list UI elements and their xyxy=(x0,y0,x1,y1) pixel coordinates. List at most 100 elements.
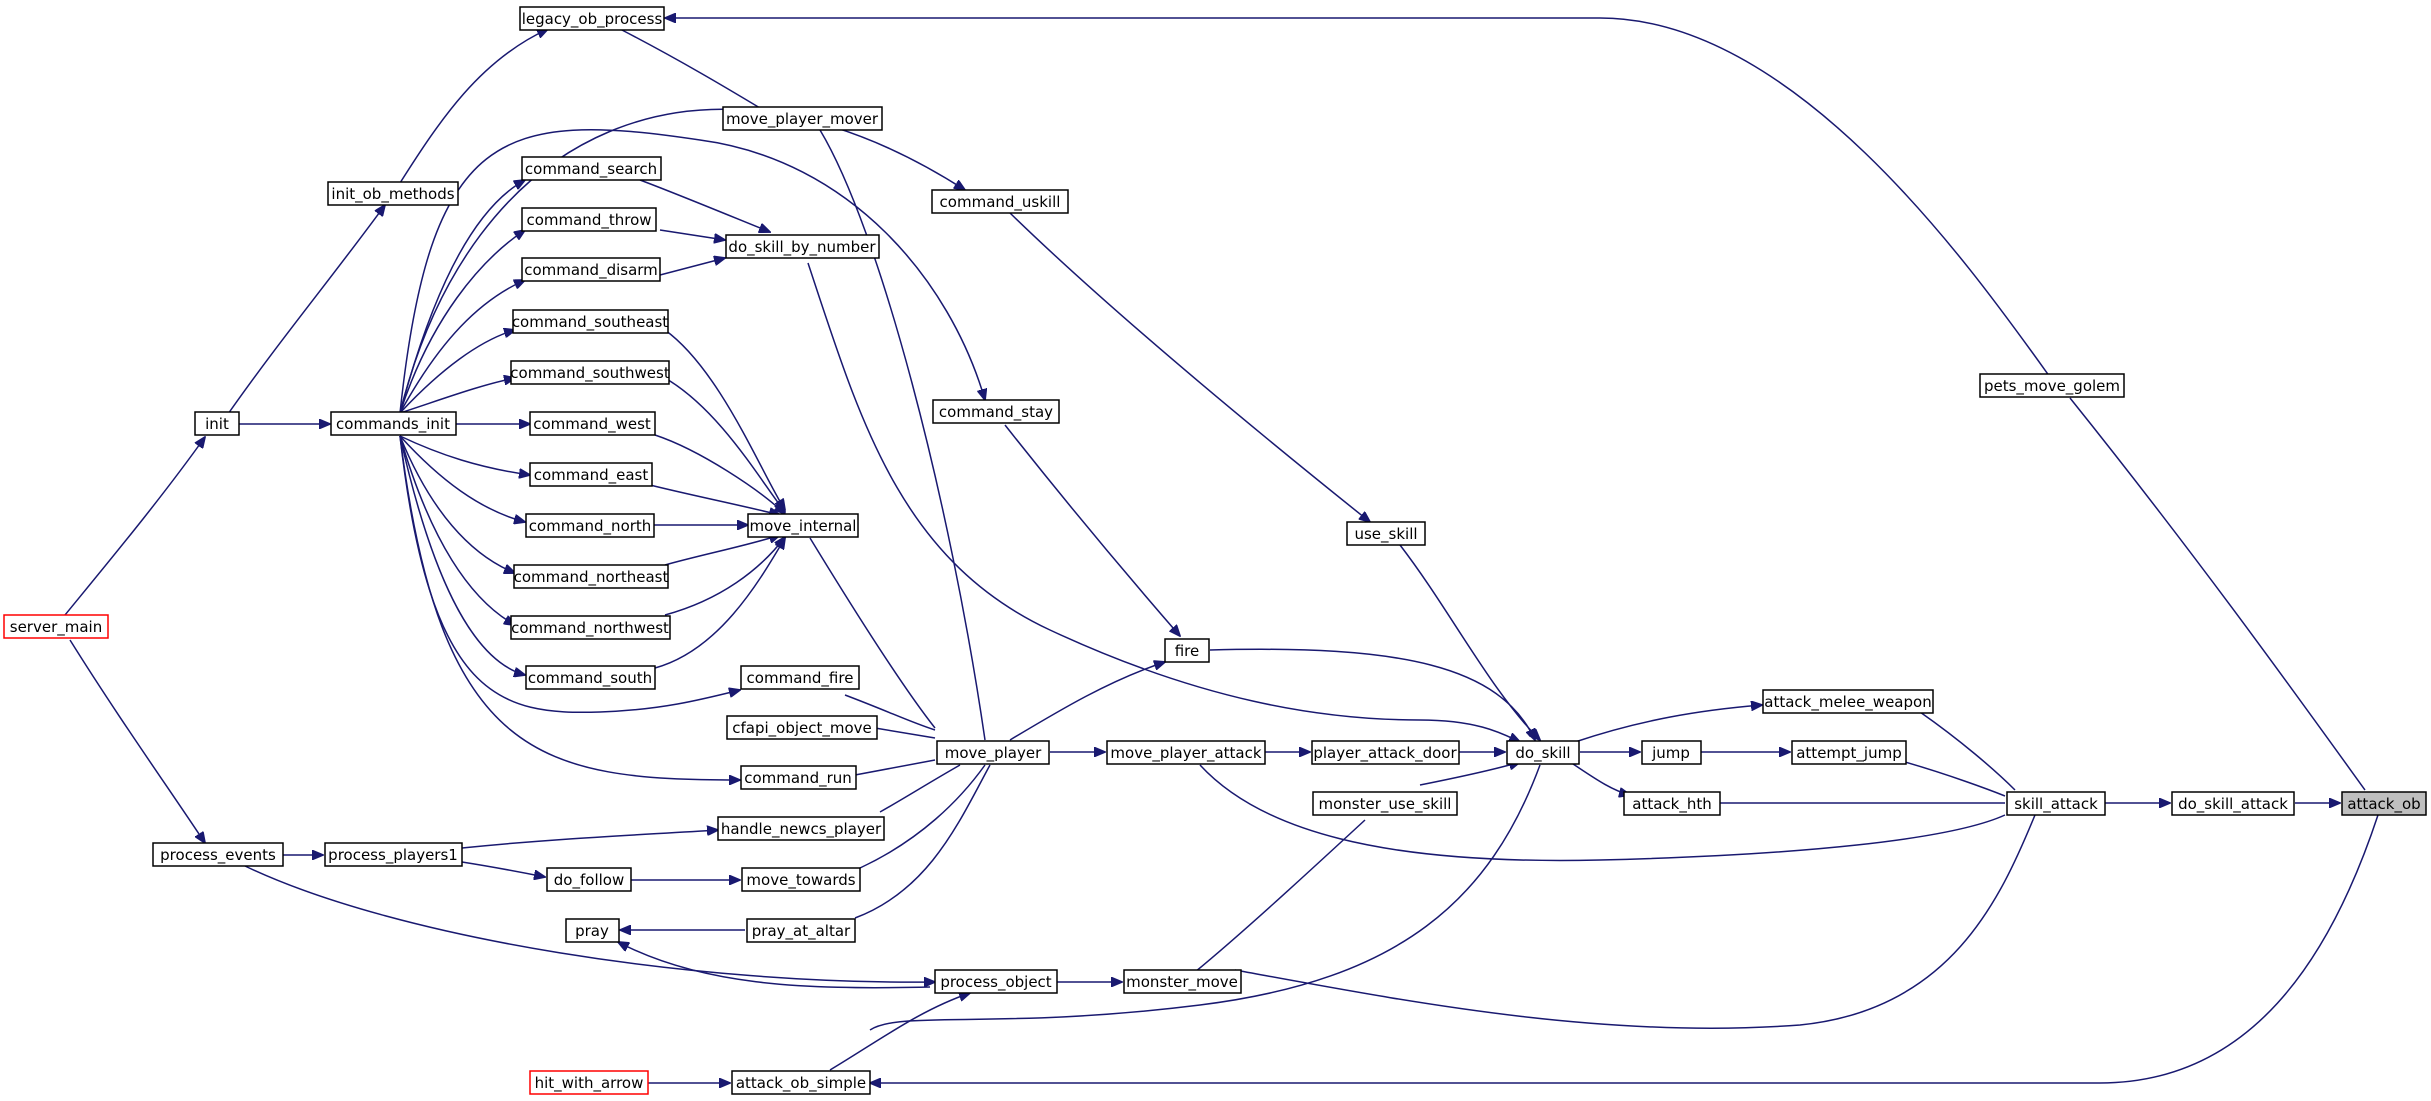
node-process_events[interactable]: process_events xyxy=(152,842,284,867)
svg-text:legacy_ob_process: legacy_ob_process xyxy=(522,10,663,29)
node-init[interactable]: init xyxy=(194,411,240,436)
svg-text:skill_attack: skill_attack xyxy=(2014,795,2098,814)
node-handle_newcs_player[interactable]: handle_newcs_player xyxy=(717,816,885,841)
node-move_internal[interactable]: move_internal xyxy=(747,513,859,538)
node-pray[interactable]: pray xyxy=(565,918,620,943)
svg-text:command_west: command_west xyxy=(533,415,651,434)
edge-command_southwest-move_internal xyxy=(664,377,785,512)
edge-command_uskill-use_skill xyxy=(1009,212,1370,522)
node-move_player[interactable]: move_player xyxy=(936,740,1050,765)
svg-text:command_uskill: command_uskill xyxy=(940,193,1061,212)
edge-move_towards-move_player xyxy=(859,764,986,869)
edge-handle_newcs_player-move_player xyxy=(879,764,961,813)
svg-text:process_events: process_events xyxy=(160,846,276,865)
edge-command_disarm-do_skill_by_number xyxy=(659,258,725,276)
svg-text:move_internal: move_internal xyxy=(750,517,857,536)
svg-text:monster_use_skill: monster_use_skill xyxy=(1319,795,1452,814)
svg-text:command_search: command_search xyxy=(525,160,657,179)
node-attack_ob_simple[interactable]: attack_ob_simple xyxy=(731,1070,871,1095)
svg-text:pray: pray xyxy=(575,922,609,940)
node-command_northeast[interactable]: command_northeast xyxy=(513,564,669,589)
edge-command_west-move_internal xyxy=(654,434,785,514)
node-commands_init[interactable]: commands_init xyxy=(330,411,457,436)
node-monster_move[interactable]: monster_move xyxy=(1123,969,1242,994)
node-attempt_jump[interactable]: attempt_jump xyxy=(1791,740,1907,765)
node-attack_ob[interactable]: attack_ob xyxy=(2341,791,2427,816)
node-command_search[interactable]: command_search xyxy=(521,156,662,181)
edge-commands_init-command_east xyxy=(399,435,530,475)
node-pets_move_golem[interactable]: pets_move_golem xyxy=(1979,373,2125,398)
node-attack_hth[interactable]: attack_hth xyxy=(1623,791,1721,816)
svg-text:command_southeast: command_southeast xyxy=(512,313,668,332)
svg-text:use_skill: use_skill xyxy=(1354,525,1417,544)
node-skill_attack[interactable]: skill_attack xyxy=(2006,791,2106,816)
node-use_skill[interactable]: use_skill xyxy=(1346,521,1426,546)
node-command_south[interactable]: command_south xyxy=(525,665,656,690)
svg-text:cfapi_object_move: cfapi_object_move xyxy=(732,719,872,738)
node-legacy_ob_process[interactable]: legacy_ob_process xyxy=(519,6,665,31)
node-command_southwest[interactable]: command_southwest xyxy=(510,360,670,385)
node-command_uskill[interactable]: command_uskill xyxy=(931,189,1069,214)
node-move_player_mover[interactable]: move_player_mover xyxy=(722,106,883,131)
edge-command_southeast-move_internal xyxy=(664,329,785,510)
svg-text:attack_ob: attack_ob xyxy=(2347,795,2420,814)
node-server_main[interactable]: server_main xyxy=(3,614,109,639)
edge-process_events-process_object xyxy=(244,865,935,982)
node-command_west[interactable]: command_west xyxy=(529,411,656,436)
svg-text:move_player_mover: move_player_mover xyxy=(726,110,879,129)
node-command_stay[interactable]: command_stay xyxy=(932,399,1060,424)
node-do_follow[interactable]: do_follow xyxy=(546,867,632,892)
node-init_ob_methods[interactable]: init_ob_methods xyxy=(327,181,459,206)
node-command_northwest[interactable]: command_northwest xyxy=(510,615,671,640)
node-command_disarm[interactable]: command_disarm xyxy=(521,257,661,282)
edge-commands_init-command_northwest xyxy=(399,435,515,625)
node-move_player_attack[interactable]: move_player_attack xyxy=(1106,740,1266,765)
edge-monster_use_skill-monster_move xyxy=(1194,819,1366,973)
svg-text:process_object: process_object xyxy=(940,973,1051,992)
edge-commands_init-command_southeast xyxy=(399,330,515,414)
svg-text:pets_move_golem: pets_move_golem xyxy=(1984,377,2120,396)
edge-fire-do_skill xyxy=(1209,648,1535,740)
node-command_throw[interactable]: command_throw xyxy=(521,207,657,232)
svg-text:do_follow: do_follow xyxy=(554,871,624,890)
node-process_object[interactable]: process_object xyxy=(934,969,1058,994)
node-hit_with_arrow[interactable]: hit_with_arrow xyxy=(529,1070,649,1095)
edge-legacy_ob_process-init_ob_methods xyxy=(399,29,548,184)
node-player_attack_door[interactable]: player_attack_door xyxy=(1311,740,1460,765)
node-fire[interactable]: fire xyxy=(1164,638,1210,663)
edge-commands_init-command_disarm xyxy=(399,280,525,414)
node-command_southeast[interactable]: command_southeast xyxy=(512,309,669,334)
svg-text:attempt_jump: attempt_jump xyxy=(1796,744,1902,763)
edge-commands_init-command_south xyxy=(399,435,525,675)
node-do_skill[interactable]: do_skill xyxy=(1506,740,1580,765)
edge-process_players1-handle_newcs_player xyxy=(461,830,718,849)
edge-server_main-process_events xyxy=(69,639,205,843)
edge-move_internal-move_player xyxy=(809,537,936,729)
node-command_east[interactable]: command_east xyxy=(529,462,653,487)
svg-text:command_south: command_south xyxy=(528,669,652,688)
edge-commands_init-command_uskill xyxy=(399,108,965,414)
edge-process_object-attack_ob_simple xyxy=(829,993,970,1071)
edge-server_main-init xyxy=(64,437,205,616)
edge-move_player_attack-skill_attack xyxy=(1199,764,2006,862)
edge-commands_init-command_run xyxy=(399,435,740,780)
node-cfapi_object_move[interactable]: cfapi_object_move xyxy=(726,715,878,740)
node-move_towards[interactable]: move_towards xyxy=(741,867,861,892)
node-do_skill_by_number[interactable]: do_skill_by_number xyxy=(725,234,880,259)
svg-text:attack_melee_weapon: attack_melee_weapon xyxy=(1764,693,1931,712)
node-command_run[interactable]: command_run xyxy=(740,765,857,790)
nodes-layer: legacy_ob_process move_player_mover init… xyxy=(3,6,2427,1095)
node-pray_at_altar[interactable]: pray_at_altar xyxy=(746,918,856,943)
node-jump[interactable]: jump xyxy=(1641,740,1702,765)
node-command_north[interactable]: command_north xyxy=(525,513,655,538)
edge-do_skill-attack_melee_weapon xyxy=(1574,705,1762,743)
node-do_skill_attack[interactable]: do_skill_attack xyxy=(2171,791,2295,816)
svg-text:command_fire: command_fire xyxy=(747,669,854,688)
edge-commands_init-command_northeast xyxy=(399,435,515,573)
node-attack_melee_weapon[interactable]: attack_melee_weapon xyxy=(1762,689,1934,714)
node-monster_use_skill[interactable]: monster_use_skill xyxy=(1312,791,1458,816)
node-command_fire[interactable]: command_fire xyxy=(740,665,860,690)
svg-text:command_disarm: command_disarm xyxy=(524,261,658,280)
node-process_players1[interactable]: process_players1 xyxy=(324,842,463,867)
edge-legacy_ob_process-move_player_mover xyxy=(619,28,761,109)
